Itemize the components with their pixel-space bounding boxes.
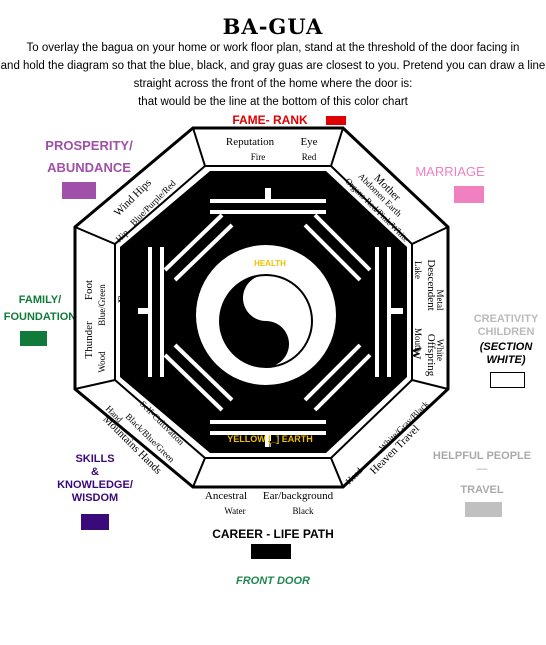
trigrams — [138, 188, 403, 447]
front-door-label: FRONT DOOR — [236, 575, 310, 587]
segment-south: Reputation Eye Fire Red — [226, 136, 318, 162]
creativity-label-1: CREATIVITY — [473, 313, 539, 325]
helpful-label-2: TRAVEL — [460, 484, 504, 496]
prosperity-label-1: PROSPERITY/ — [45, 138, 133, 153]
east-wood: Wood — [97, 351, 107, 373]
west-descendent: Descendent — [425, 259, 437, 310]
south-fire: Fire — [251, 152, 266, 162]
creativity-label-2: CHILDREN — [477, 326, 535, 338]
skills-label-1: SKILLS — [75, 453, 115, 465]
skills-swatch — [81, 514, 109, 530]
west-metal: Metal — [435, 290, 445, 311]
family-label-2: FOUNDATION — [3, 311, 77, 323]
direction-south: S — [265, 172, 273, 187]
career-label: CAREER - LIFE PATH — [212, 527, 334, 541]
skills-label-4: WISDOM — [71, 492, 119, 504]
helpful-separator: — — [476, 463, 488, 475]
segment-dividers — [74, 127, 449, 488]
helpful-label-1: HELPFUL PEOPLE — [432, 450, 532, 462]
east-foot: Foot — [83, 280, 95, 300]
south-red: Red — [302, 152, 317, 162]
west-offspring: Offspring — [425, 334, 437, 377]
intro-line-2: and hold the diagram so that the blue, b… — [0, 60, 546, 72]
marriage-label: MARRIAGE — [415, 164, 485, 179]
skills-label-2: & — [91, 466, 99, 478]
family-label-1: FAMILY/ — [18, 294, 62, 306]
segment-north: Ancestral Ear/background Water Black — [205, 490, 334, 516]
south-reputation: Reputation — [226, 136, 275, 148]
prosperity-label-2: ABUNDANCE — [47, 160, 131, 175]
west-lake: Lake — [413, 261, 423, 279]
direction-east: E — [115, 295, 129, 303]
north-ancestral: Ancestral — [205, 490, 247, 502]
yellow-earth-label: YELLOW [_] EARTH — [227, 434, 313, 444]
creativity-swatch — [490, 372, 525, 388]
helpful-swatch — [465, 502, 502, 517]
health-label: HEALTH — [254, 259, 286, 268]
direction-north: N — [268, 439, 278, 454]
fame-swatch — [326, 116, 346, 125]
north-water: Water — [224, 506, 245, 516]
west-mouth: Mouth — [413, 328, 423, 353]
direction-west: W — [409, 347, 424, 360]
east-thunder: Thunder — [83, 321, 95, 359]
intro-line-1: To overlay the bagua on your home or wor… — [26, 42, 520, 54]
north-ear: Ear/background — [263, 490, 334, 502]
diagonal-trigrams — [163, 213, 372, 412]
prosperity-swatch — [62, 182, 96, 199]
page-title: BA-GUA — [222, 14, 324, 39]
south-eye: Eye — [300, 136, 317, 148]
north-black: Black — [293, 506, 314, 516]
intro-line-4: that would be the line at the bottom of … — [138, 96, 408, 108]
skills-label-3: KNOWLEDGE/ — [57, 479, 133, 491]
east-colors: Blue/Green — [97, 284, 107, 326]
segment-west: Descendent Lake Metal Offspring Mouth Wh… — [413, 259, 445, 376]
family-swatch — [20, 331, 47, 346]
yin-yang — [219, 274, 313, 368]
creativity-label-3: (SECTION — [479, 341, 533, 353]
career-swatch — [251, 544, 291, 559]
segment-east: Thunder Foot Wood Blue/Green — [83, 280, 107, 373]
creativity-label-4: WHITE) — [486, 354, 526, 366]
fame-label: FAME- RANK — [232, 113, 308, 127]
intro-line-3: straight across the front of the home wh… — [133, 78, 413, 90]
west-white: White — [435, 339, 445, 361]
marriage-swatch — [454, 186, 484, 203]
